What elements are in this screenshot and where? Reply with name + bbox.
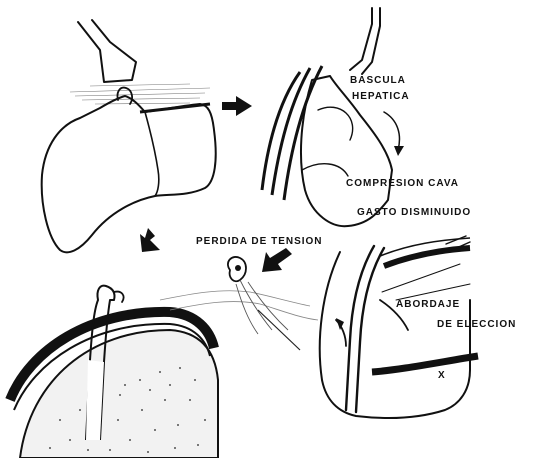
panel-section-closeup bbox=[10, 286, 218, 458]
panel-hepatic-rotation bbox=[262, 8, 404, 226]
hand-outline-1 bbox=[160, 291, 310, 306]
approach-vessel-2 bbox=[356, 248, 384, 412]
liver-outline bbox=[42, 96, 216, 252]
approach-dark-band-bottom bbox=[372, 356, 478, 372]
label-gasto-disminuido: GASTO DISMINUIDO bbox=[357, 207, 471, 218]
panel-liver-overview bbox=[42, 20, 216, 252]
diaphragm-hatching bbox=[70, 84, 210, 104]
arrow-right bbox=[222, 96, 252, 116]
label-bascula: BASCULA bbox=[350, 75, 406, 86]
arrow-down-left-center bbox=[262, 248, 292, 272]
cava-bundle bbox=[262, 66, 322, 200]
label-de-eleccion: DE ELECCION bbox=[437, 319, 516, 330]
pointer-line-2 bbox=[396, 284, 470, 300]
label-x-mark: X bbox=[438, 370, 446, 381]
approach-liver-outline bbox=[320, 252, 470, 418]
falciform-line bbox=[145, 112, 159, 196]
instrument-shaft bbox=[258, 310, 300, 350]
pointer-line-1 bbox=[382, 264, 460, 292]
inner-curve-1 bbox=[318, 107, 353, 140]
label-abordaje: ABORDAJE bbox=[396, 299, 460, 310]
label-perdida-de-tension: PERDIDA DE TENSION bbox=[196, 236, 323, 247]
finger-lines bbox=[236, 280, 288, 334]
arrow-down-left bbox=[140, 228, 160, 252]
vessel-top-left-wall bbox=[350, 8, 372, 70]
ligament-line bbox=[140, 104, 210, 112]
vessel-cap bbox=[97, 286, 114, 300]
label-hepatica: HEPATICA bbox=[352, 91, 410, 102]
rotation-arrow bbox=[384, 112, 399, 150]
retractor-tool bbox=[78, 20, 136, 82]
inner-curve-2 bbox=[302, 164, 348, 176]
label-compresion-cava: COMPRESION CAVA bbox=[346, 178, 459, 189]
